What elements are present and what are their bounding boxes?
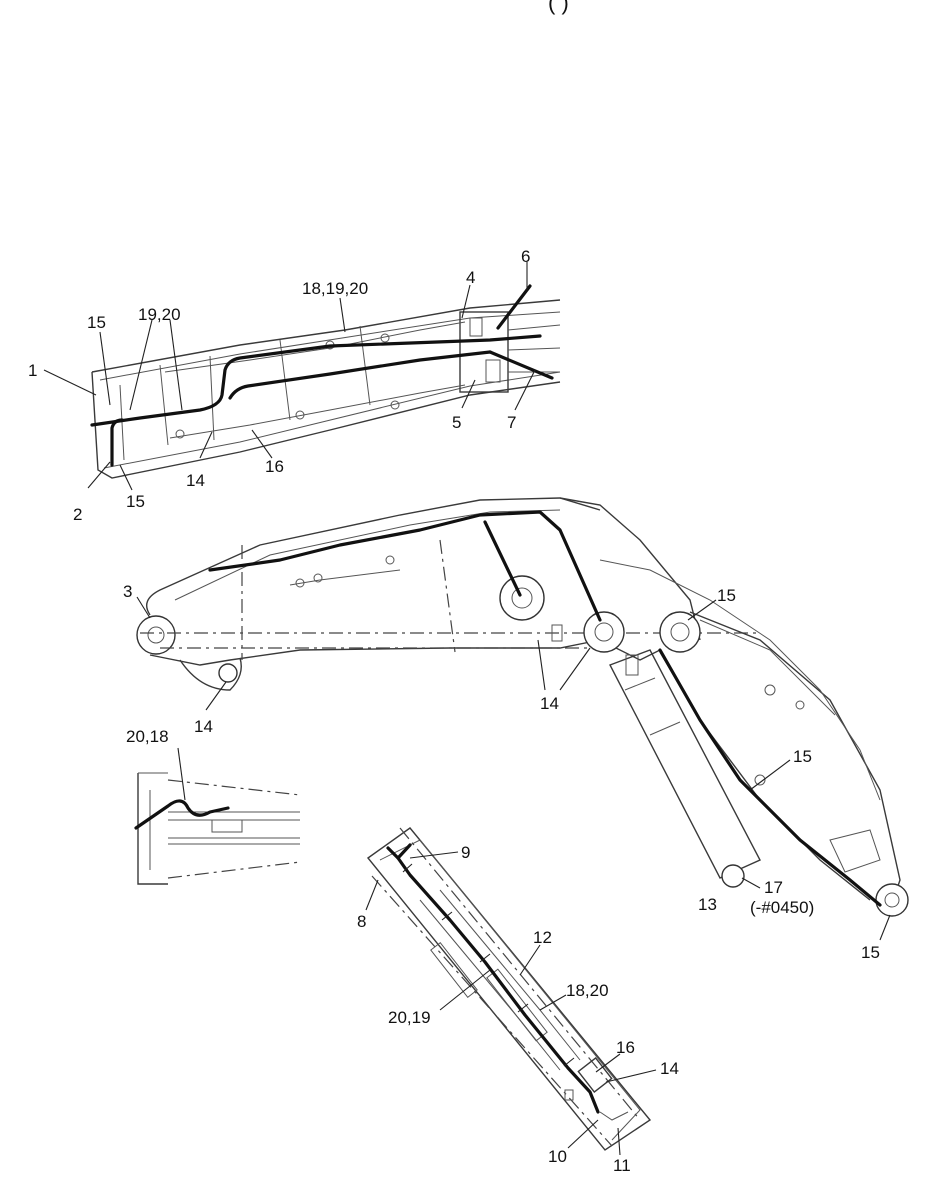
callout-18-20: 18,20 <box>566 981 609 1000</box>
callout-20-18: 20,18 <box>126 727 169 746</box>
callout-15-mid-c: 15 <box>861 943 880 962</box>
callout-16-top: 16 <box>265 457 284 476</box>
callout-15-mid-b: 15 <box>793 747 812 766</box>
callout-7: 7 <box>507 413 516 432</box>
callout-1: 1 <box>28 361 37 380</box>
boom-top-view <box>90 284 561 479</box>
callout-3: 3 <box>123 582 132 601</box>
callout-5: 5 <box>452 413 461 432</box>
callout-4: 4 <box>466 268 475 287</box>
callout-16-bottom: 16 <box>616 1038 635 1057</box>
callout-2: 2 <box>73 505 82 524</box>
callout-15-top-b: 15 <box>126 492 145 511</box>
callout-14-mid-left: 14 <box>194 717 213 736</box>
callout-20-19: 20,19 <box>388 1008 431 1027</box>
arm-top-view <box>366 827 652 1151</box>
callout-8: 8 <box>357 912 366 931</box>
callout-9: 9 <box>461 843 470 862</box>
callout-15-mid-a: 15 <box>717 586 736 605</box>
callout-labels: 1 2 3 4 5 6 7 8 9 10 11 12 13 14 14 14 1… <box>28 247 880 1175</box>
callout-14-bottom: 14 <box>660 1059 679 1078</box>
callout-6: 6 <box>521 247 530 266</box>
leader-lines <box>43 262 891 1156</box>
header-fragment: ( ) <box>548 0 569 15</box>
callout-14-top: 14 <box>186 471 205 490</box>
callout-10: 10 <box>548 1147 567 1166</box>
callout-11: 11 <box>613 1156 631 1175</box>
callout-18-19-20: 18,19,20 <box>302 279 368 298</box>
clamp-detail-view <box>134 772 301 885</box>
callout-14-mid: 14 <box>540 694 559 713</box>
callout-13: 13 <box>698 895 717 914</box>
callout-12: 12 <box>533 928 552 947</box>
callout-17: 17 <box>764 878 783 897</box>
callout-15-top-a: 15 <box>87 313 106 332</box>
boom-side-view <box>136 497 909 917</box>
callout-17-note: (-#0450) <box>750 898 814 917</box>
callout-19-20: 19,20 <box>138 305 181 324</box>
